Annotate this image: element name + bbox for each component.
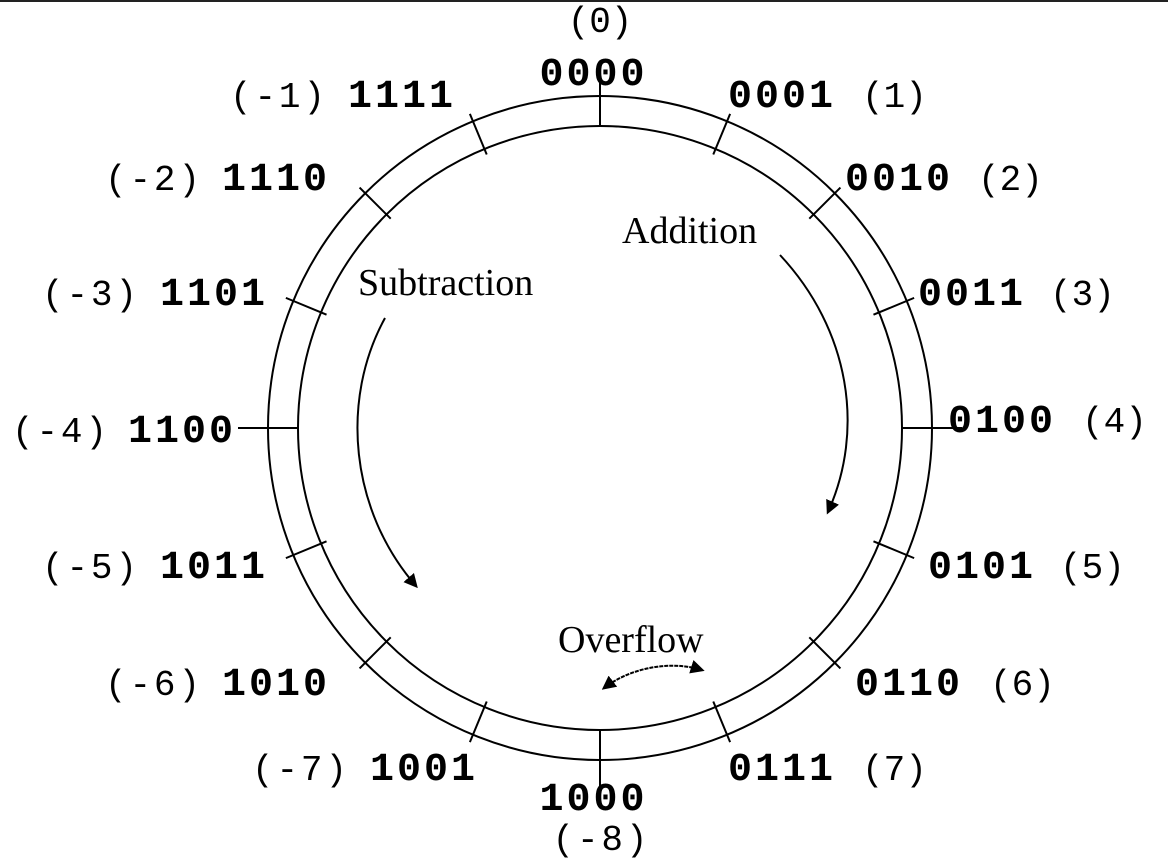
code-label: 1011 (160, 546, 265, 591)
value-label: (-5) (42, 548, 137, 589)
value-label: (5) (1060, 548, 1125, 589)
segment-tick (358, 636, 392, 670)
segment-tick (285, 296, 327, 316)
code-label: 1101 (160, 273, 265, 318)
value-label: (3) (1050, 275, 1115, 316)
code-label: 1010 (222, 663, 327, 708)
addition-arrow (779, 254, 849, 515)
code-label: 0011 (918, 273, 1023, 318)
segment-tick (808, 186, 842, 220)
code-label: 0001 (728, 75, 833, 120)
value-label: (-8) (553, 820, 648, 861)
value-label: (-2) (105, 160, 200, 201)
code-label: 1000 (540, 778, 645, 823)
code-label: 0100 (948, 400, 1053, 445)
overflow-arrow (601, 659, 705, 690)
value-label: (6) (990, 665, 1055, 706)
code-label: 1001 (370, 748, 475, 793)
value-label: (-7) (252, 750, 347, 791)
value-label: (2) (978, 160, 1043, 201)
segment-tick (468, 113, 488, 155)
segment-tick (712, 113, 732, 155)
value-label: (-3) (42, 275, 137, 316)
segment-tick (873, 540, 915, 560)
value-label: (-4) (12, 412, 107, 453)
subtraction-arrow (356, 317, 418, 589)
code-label: 0110 (855, 663, 960, 708)
subtraction-label: Subtraction (358, 262, 533, 304)
code-label: 0111 (728, 748, 833, 793)
code-label: 1111 (348, 75, 453, 120)
value-label: (1) (862, 77, 927, 118)
code-label: 0000 (540, 53, 645, 98)
segment-tick (808, 636, 842, 670)
segment-tick (285, 540, 327, 560)
addition-label: Addition (622, 210, 757, 252)
code-label: 0101 (928, 546, 1033, 591)
top-border (0, 0, 1168, 2)
value-label: (4) (1082, 402, 1147, 443)
value-label: (-6) (105, 665, 200, 706)
value-label: (-1) (230, 77, 325, 118)
segment-tick (873, 296, 915, 316)
value-label: (7) (862, 750, 927, 791)
code-label: 0010 (845, 158, 950, 203)
code-label: 1100 (128, 410, 233, 455)
overflow-label: Overflow (558, 619, 704, 661)
segment-tick (358, 186, 392, 220)
code-label: 1110 (222, 158, 327, 203)
value-label: (0) (568, 2, 633, 43)
segment-tick (468, 701, 488, 743)
segment-tick (712, 701, 732, 743)
